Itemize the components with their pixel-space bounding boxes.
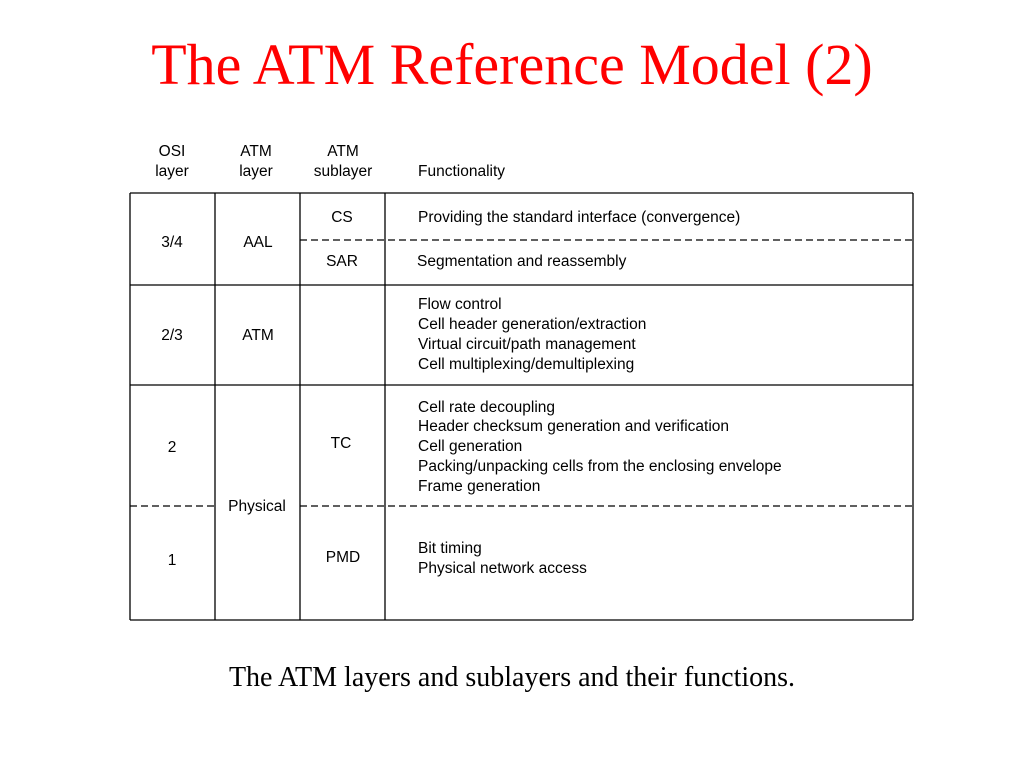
- header-osi-line2: layer: [155, 163, 189, 180]
- table-grid: [129, 192, 914, 621]
- table-header: OSI layer ATM layer ATM sublayer Functio…: [155, 143, 505, 180]
- function-atm-3: Virtual circuit/path management: [418, 336, 636, 353]
- osi-layer-2: 2: [168, 439, 177, 456]
- row-atm: 2/3 ATM Flow control Cell header generat…: [161, 296, 646, 373]
- function-tc-2: Header checksum generation and verificat…: [418, 418, 729, 435]
- slide-title: The ATM Reference Model (2): [151, 32, 873, 97]
- function-cs: Providing the standard interface (conver…: [418, 209, 740, 226]
- sublayer-sar: SAR: [326, 253, 358, 270]
- function-sar: Segmentation and reassembly: [417, 253, 627, 270]
- osi-layer-1: 1: [168, 552, 177, 569]
- function-tc-1: Cell rate decoupling: [418, 399, 555, 416]
- osi-layer-2-3: 2/3: [161, 327, 183, 344]
- header-osi-line1: OSI: [159, 143, 186, 160]
- atm-layer-physical: Physical: [228, 498, 286, 515]
- header-atm-layer-line1: ATM: [240, 143, 272, 160]
- sublayer-pmd: PMD: [326, 549, 360, 566]
- function-atm-4: Cell multiplexing/demultiplexing: [418, 356, 634, 373]
- function-atm-1: Flow control: [418, 296, 502, 313]
- header-atm-sublayer-line2: sublayer: [314, 163, 373, 180]
- header-atm-layer-line2: layer: [239, 163, 273, 180]
- row-aal: 3/4 AAL CS Providing the standard interf…: [161, 209, 740, 270]
- function-pmd-1: Bit timing: [418, 540, 482, 557]
- function-tc-5: Frame generation: [418, 478, 540, 495]
- sublayer-cs: CS: [331, 209, 353, 226]
- atm-layer-atm: ATM: [242, 327, 274, 344]
- function-pmd-2: Physical network access: [418, 560, 587, 577]
- header-atm-sublayer-line1: ATM: [327, 143, 359, 160]
- osi-layer-3-4: 3/4: [161, 234, 183, 251]
- atm-layer-aal: AAL: [243, 234, 273, 251]
- function-atm-2: Cell header generation/extraction: [418, 316, 646, 333]
- function-tc-4: Packing/unpacking cells from the enclosi…: [418, 458, 782, 475]
- figure-caption: The ATM layers and sublayers and their f…: [228, 662, 796, 693]
- function-tc-3: Cell generation: [418, 438, 522, 455]
- header-functionality: Functionality: [418, 163, 505, 180]
- row-physical: 2 Physical TC Cell rate decoupling Heade…: [168, 399, 782, 577]
- sublayer-tc: TC: [331, 435, 352, 452]
